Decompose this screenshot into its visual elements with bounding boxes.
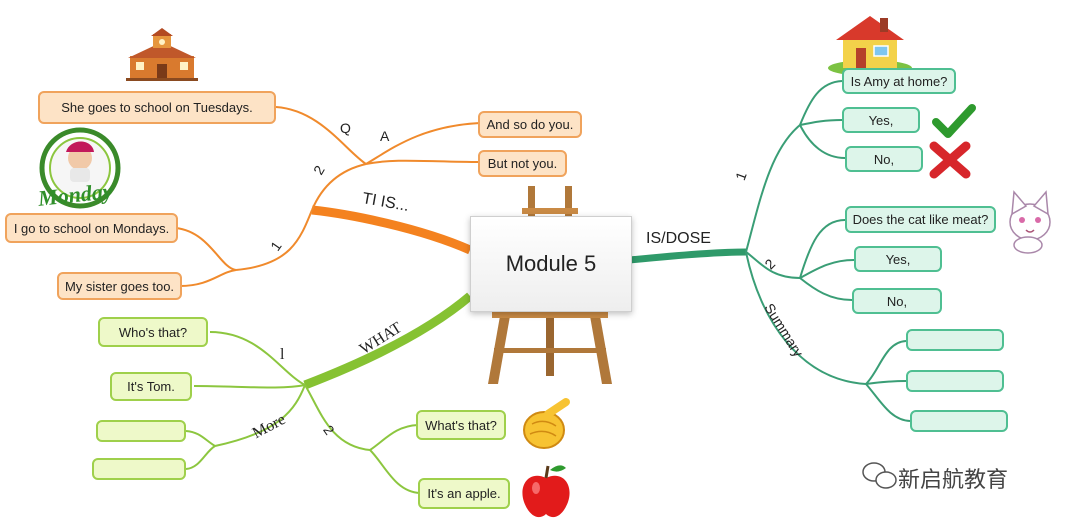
node-no-1: No, xyxy=(845,146,923,172)
node-yes-2: Yes, xyxy=(854,246,942,272)
checkmark-icon xyxy=(932,104,976,138)
cat-icon xyxy=(1009,190,1051,254)
node-but-not-you: But not you. xyxy=(478,150,567,177)
node-more-blank-2 xyxy=(92,458,186,480)
watermark-text: 新启航教育 xyxy=(898,467,1009,492)
node-its-an-apple: It's an apple. xyxy=(418,478,510,509)
node-whos-that: Who's that? xyxy=(98,317,208,347)
pointing-hand-icon xyxy=(523,398,570,449)
node-summary-blank-3 xyxy=(910,410,1008,432)
node-more-blank-1 xyxy=(96,420,186,442)
node-summary-blank-2 xyxy=(906,370,1004,392)
node-school-mondays: I go to school on Mondays. xyxy=(5,213,178,243)
branch-label-is-dose: IS/DOSE xyxy=(646,230,711,247)
branch-sub-l: l xyxy=(280,346,285,363)
school-building-icon xyxy=(126,28,198,81)
apple-icon xyxy=(522,465,570,518)
node-no-2: No, xyxy=(852,288,942,314)
node-its-tom: It's Tom. xyxy=(110,372,192,401)
branch-ti-is-lines xyxy=(175,106,481,287)
watermark: 新启航教育 xyxy=(866,462,1008,494)
easel-icon xyxy=(488,186,612,384)
node-summary-blank-1 xyxy=(906,329,1004,351)
node-is-amy-at-home: Is Amy at home? xyxy=(842,68,956,94)
node-and-so-do-you: And so do you. xyxy=(478,111,582,138)
label-q: Q xyxy=(340,120,351,136)
monday-logo-icon xyxy=(39,127,121,209)
node-school-tuesdays: She goes to school on Tuesdays. xyxy=(38,91,276,124)
branch-what-lines xyxy=(185,292,473,494)
node-does-cat-like-meat: Does the cat like meat? xyxy=(845,206,996,233)
house-icon xyxy=(828,16,912,76)
central-topic: Module 5 xyxy=(470,216,632,312)
node-yes-1: Yes, xyxy=(842,107,920,133)
label-a: A xyxy=(380,128,390,144)
wechat-icon xyxy=(862,462,897,489)
node-sister-goes-too: My sister goes too. xyxy=(57,272,182,300)
cross-icon xyxy=(929,141,971,179)
branch-is-dose-lines xyxy=(629,80,911,422)
node-whats-that: What's that? xyxy=(416,410,506,440)
